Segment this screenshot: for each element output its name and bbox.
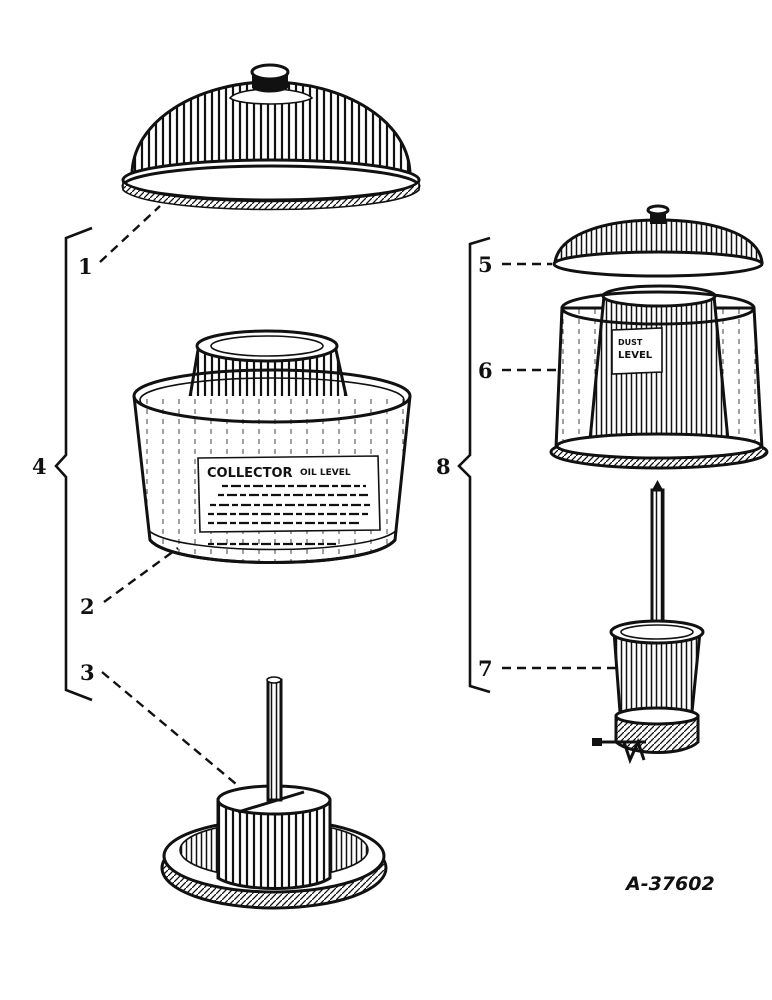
leader-line-part-1 bbox=[99, 205, 161, 263]
collector-label-subheading: OIL LEVEL bbox=[300, 468, 351, 478]
collector-label-fine-print bbox=[208, 484, 372, 546]
oil-cup-part-2: COLLECTOR OIL LEVEL bbox=[132, 329, 412, 564]
assembly-8-bracket bbox=[457, 236, 491, 694]
callout-part-3: 3 bbox=[80, 660, 95, 685]
callout-part-5: 5 bbox=[478, 252, 493, 277]
leader-line-part-3 bbox=[101, 671, 237, 785]
jar-label-line-1: DUST bbox=[618, 338, 643, 347]
cover-part-5 bbox=[552, 204, 764, 278]
callout-part-1: 1 bbox=[78, 254, 93, 279]
jar-label-line-2: LEVEL bbox=[618, 350, 653, 361]
inner-cup-part-7 bbox=[592, 480, 705, 765]
base-part-3 bbox=[160, 676, 388, 910]
callout-part-2: 2 bbox=[80, 594, 95, 619]
figure-reference-number: A-37602 bbox=[624, 873, 715, 895]
cover-dome-part-1 bbox=[121, 63, 421, 211]
dust-jar-part-6: DUST LEVEL bbox=[549, 284, 769, 470]
callout-assembly-4: 4 bbox=[32, 454, 47, 479]
collector-label-heading: COLLECTOR bbox=[207, 466, 293, 481]
callout-part-6: 6 bbox=[478, 358, 493, 383]
callout-part-7: 7 bbox=[478, 656, 493, 681]
callout-assembly-8: 8 bbox=[436, 454, 451, 479]
leader-line-part-2 bbox=[103, 547, 179, 603]
assembly-4-bracket bbox=[54, 226, 93, 702]
